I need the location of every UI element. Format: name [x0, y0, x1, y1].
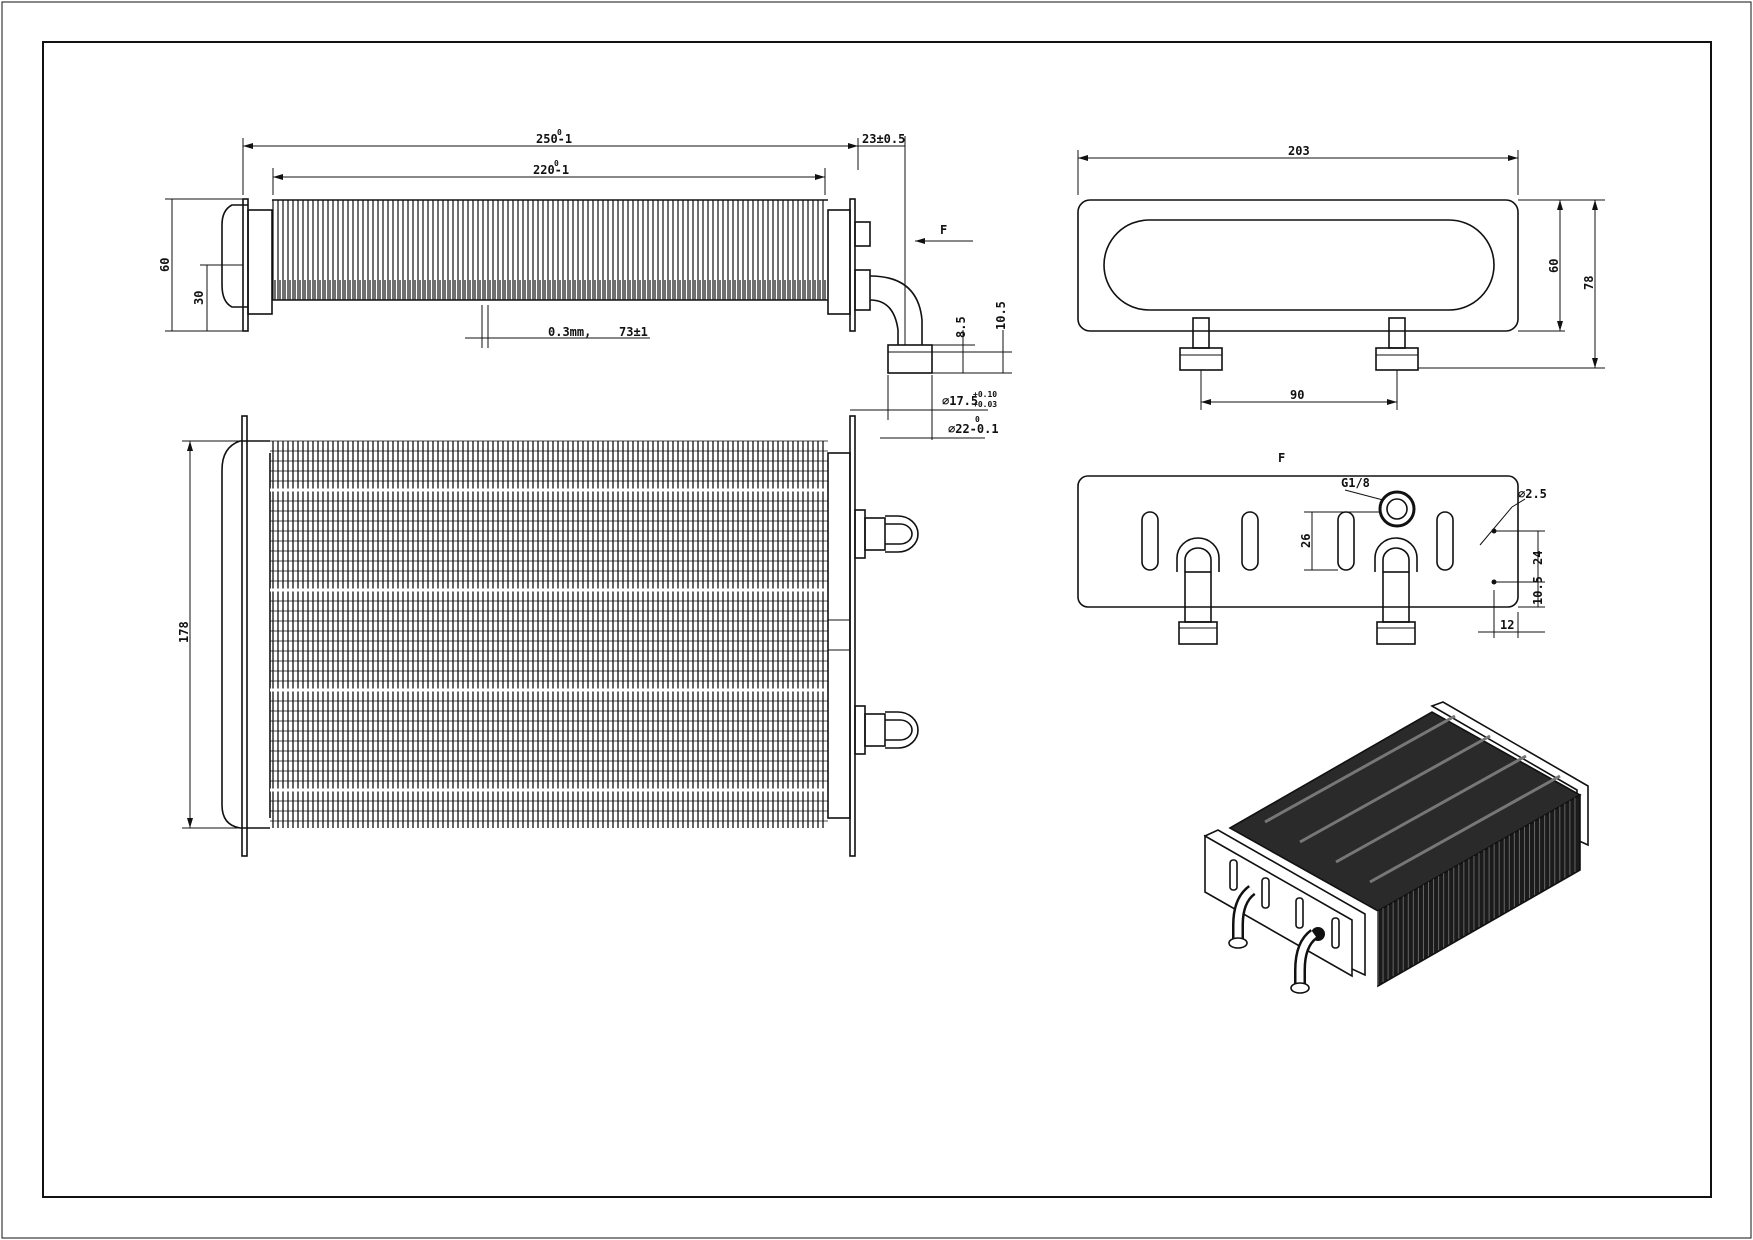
- dim-half-height: 30: [192, 291, 206, 305]
- dim-front-height: 178: [177, 621, 191, 643]
- dim-hole-v2: 10.5: [1531, 576, 1545, 605]
- side-view: 203 60 78 90: [1077, 144, 1605, 410]
- dim-inner-dia-tol-upper: +0.10: [973, 390, 997, 399]
- dim-inner-dia-tol-lower: +0.03: [973, 400, 997, 409]
- dim-fin-length-tol: 0: [554, 159, 559, 168]
- dim-fin-length: 220-1: [533, 163, 569, 177]
- dim-pipe-offset: 23±0.5: [862, 132, 905, 146]
- dim-total-length: 250-1: [536, 132, 572, 146]
- dim-fin-spec: 0.3mm,: [548, 325, 591, 339]
- heat-exchanger-3d-icon: [1203, 701, 1589, 994]
- top-view: 250-1 0 220-1 0 23±0.5 60 30 0.3mm, 73±1…: [158, 128, 1012, 440]
- dim-fin-count: 73±1: [619, 325, 648, 339]
- dim-hole-h: 12: [1500, 618, 1514, 632]
- dim-pipe-h1: 8.5: [954, 316, 968, 338]
- dim-total-length-tol: 0: [557, 128, 562, 137]
- dim-top-height: 60: [158, 258, 172, 272]
- dim-pipe-spacing: 90: [1290, 388, 1304, 402]
- front-view: 178: [177, 415, 919, 857]
- dim-side-width: 203: [1288, 144, 1310, 158]
- dim-hole-dia: ⌀2.5: [1518, 487, 1547, 501]
- dim-outer-dia-tol: 0: [975, 415, 980, 424]
- inner-border: [42, 41, 1712, 1198]
- dim-side-inner-height: 60: [1547, 259, 1561, 273]
- dim-side-total-height: 78: [1582, 276, 1596, 290]
- dim-inner-dia: ⌀17.5: [942, 394, 978, 408]
- dim-pipe-h2: 10.5: [994, 301, 1008, 330]
- g18-port: [1378, 490, 1416, 528]
- dim-slot: 26: [1299, 534, 1313, 548]
- top-view-label-f: F: [940, 223, 947, 237]
- dim-outer-dia: ⌀22-0.1: [948, 422, 999, 436]
- end-view: F G1/8 26 ⌀2.5 24: [1077, 451, 1547, 645]
- thread-label: G1/8: [1341, 476, 1370, 490]
- end-view-label-f: F: [1278, 451, 1285, 465]
- dim-hole-v1: 24: [1531, 551, 1545, 565]
